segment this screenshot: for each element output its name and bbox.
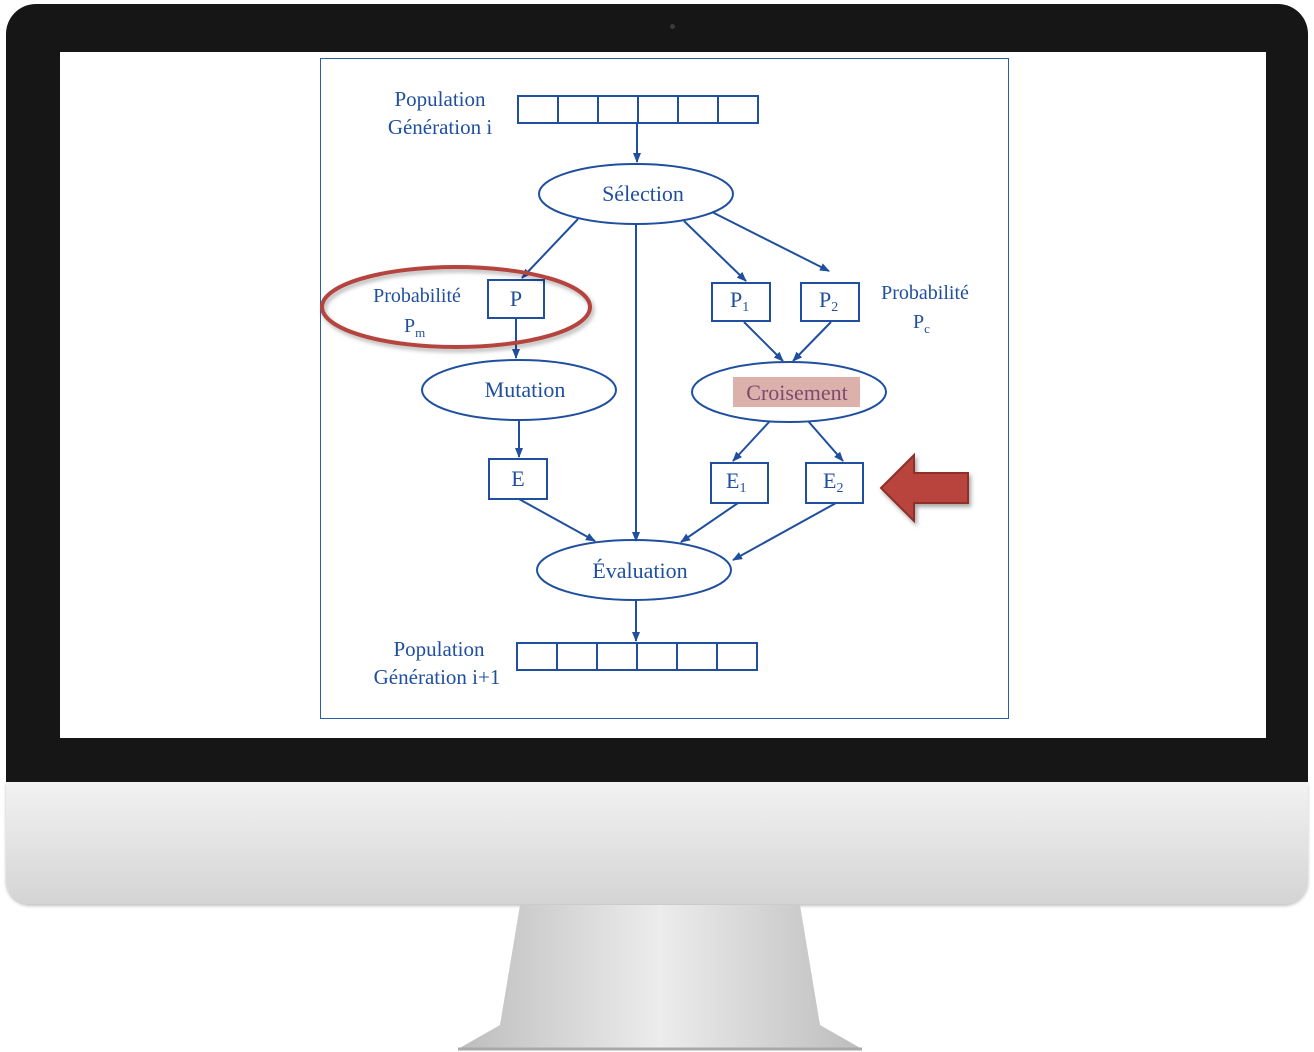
population-bottom-line1: Population bbox=[393, 637, 485, 661]
highlight-circle bbox=[320, 265, 592, 349]
prob-mut-sub: m bbox=[415, 325, 425, 340]
selection-node bbox=[538, 163, 734, 225]
prob-mut-label: Probabilité bbox=[373, 285, 461, 307]
croisement-label: Croisement bbox=[746, 380, 847, 405]
e1-box bbox=[710, 462, 769, 504]
croisement-node bbox=[691, 361, 887, 423]
arrow-e2-to-evaluation bbox=[732, 502, 837, 561]
e-box-label: E bbox=[511, 466, 524, 491]
prob-cross-symbol: Pc bbox=[913, 311, 930, 336]
p1-box bbox=[711, 282, 771, 322]
monitor-stand bbox=[458, 905, 862, 1051]
arrow-p1-to-croisement bbox=[743, 321, 784, 362]
arrow-e1-to-evaluation bbox=[680, 502, 739, 543]
croisement-highlight bbox=[733, 377, 860, 407]
evaluation-label: Évaluation bbox=[592, 558, 687, 583]
p2-label: P2 bbox=[819, 287, 838, 315]
p1-label: P1 bbox=[730, 287, 749, 315]
monitor-chin bbox=[6, 782, 1308, 904]
population-top-array bbox=[517, 95, 759, 124]
population-top-line1: Population bbox=[394, 87, 486, 111]
e1-label: E1 bbox=[726, 468, 746, 496]
arrow-e-to-evaluation bbox=[518, 498, 596, 542]
p2-box bbox=[800, 282, 860, 322]
prob-mut-symbol: Pm bbox=[404, 315, 425, 340]
selection-label: Sélection bbox=[602, 181, 684, 206]
prob-mut-sym: P bbox=[404, 315, 415, 337]
red-pointer-arrow-icon bbox=[879, 452, 969, 524]
arrow-croisement-to-e1 bbox=[732, 420, 771, 462]
population-bottom-array bbox=[516, 642, 758, 671]
e-box bbox=[488, 458, 548, 500]
arrow-selection-to-p1 bbox=[683, 220, 747, 282]
arrow-selection-to-p2 bbox=[711, 211, 830, 272]
camera-dot bbox=[670, 24, 675, 29]
arrow-p2-to-croisement bbox=[792, 321, 832, 362]
population-bottom-line2: Génération i+1 bbox=[374, 665, 501, 689]
p-box-label: P bbox=[510, 286, 522, 311]
arrow-croisement-to-e2 bbox=[807, 420, 844, 462]
prob-cross-label: Probabilité bbox=[881, 282, 969, 304]
p-box bbox=[487, 279, 545, 319]
mutation-label: Mutation bbox=[485, 377, 566, 402]
diagram-arrows bbox=[512, 124, 844, 642]
e2-label: E2 bbox=[823, 468, 843, 496]
population-top-line2: Génération i bbox=[388, 115, 493, 139]
diagram-frame bbox=[320, 58, 1009, 719]
arrow-selection-to-p bbox=[521, 218, 579, 279]
